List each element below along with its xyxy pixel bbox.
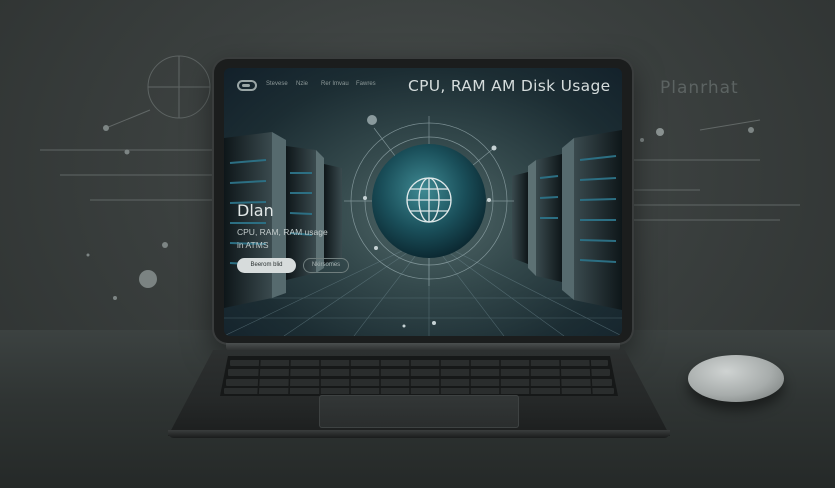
laptop-front-edge [168, 430, 670, 438]
nav-link-2[interactable]: Nzie [296, 81, 309, 87]
keyboard-keys [224, 357, 614, 396]
computer-mouse [688, 355, 784, 402]
hero-subtitle: CPU, RAM, RAM usage in ATMS [237, 227, 328, 250]
laptop-lid: Stevese Nzie Rer Imvau Fawres CPU, RAM A… [214, 59, 632, 343]
laptop-keyboard [220, 356, 618, 396]
nav-link-3[interactable]: Rer Imvau [321, 81, 349, 87]
laptop-trackpad [319, 395, 519, 428]
primary-cta-button[interactable]: Beerom blid [237, 258, 296, 273]
laptop-hinge [226, 343, 620, 351]
screen-illustration [224, 115, 622, 336]
brand-name: Dlan [237, 201, 274, 220]
background-watermark-text: Planrhat [660, 78, 739, 98]
laptop-screen: Stevese Nzie Rer Imvau Fawres CPU, RAM A… [224, 68, 622, 336]
logo-toggle-icon[interactable] [237, 80, 257, 91]
nav-link-4[interactable]: Fawres [356, 81, 376, 87]
node-dots [363, 115, 497, 328]
server-racks-right [512, 130, 622, 310]
background-network-graphic [40, 55, 800, 300]
hero-title: CPU, RAM AM Disk Usage [408, 77, 611, 95]
server-racks-left [224, 132, 342, 308]
secondary-cta-button[interactable]: Nkirsomes [303, 258, 349, 273]
globe-icon [406, 177, 452, 223]
nav-link-1[interactable]: Stevese [266, 81, 288, 87]
